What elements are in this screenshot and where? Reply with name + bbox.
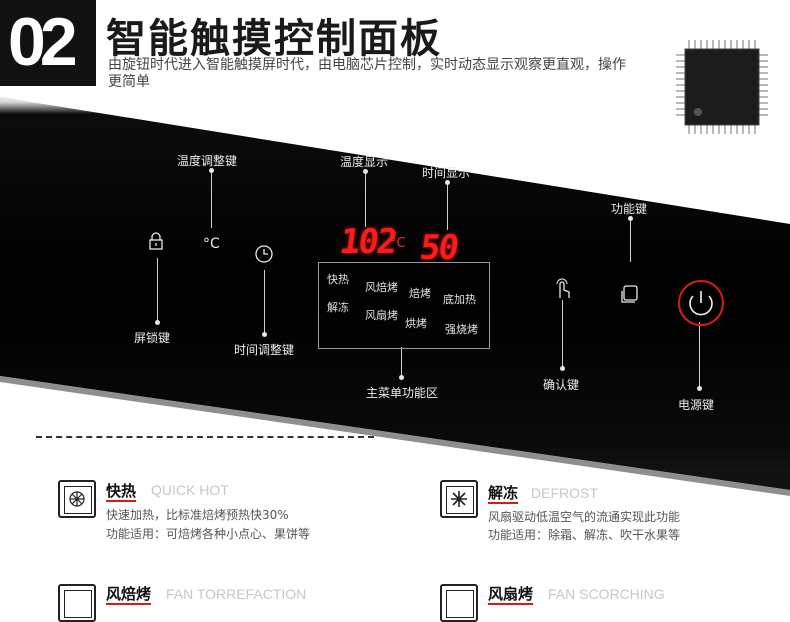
menu-item-defrost[interactable]: 解冻 (327, 301, 349, 314)
callout-dot (262, 332, 267, 337)
menu-item-fan-grill[interactable]: 风扇烤 (365, 309, 398, 322)
time-adjust-label: 时间调整键 (234, 343, 295, 357)
fan-icon (58, 584, 96, 622)
callout-line (630, 218, 631, 262)
callout-dot (445, 180, 450, 185)
feature-title-fan-grill: 风扇烤 (488, 585, 534, 605)
confirm-key-label: 确认键 (543, 378, 580, 392)
temp-display-label: 温度显示 (340, 155, 389, 169)
page-title: 智能触摸控制面板 (106, 16, 442, 62)
callout-line (401, 347, 402, 379)
function-icon[interactable] (620, 283, 642, 305)
callout-dot (155, 320, 160, 325)
menu-item-roast[interactable]: 烘烤 (405, 317, 427, 330)
lock-key-label: 屏锁键 (134, 331, 171, 345)
callout-dot (628, 216, 633, 221)
feature-title-en-quick-hot: QUICK HOT (151, 482, 229, 498)
feature-line: 风扇驱动低温空气的流通实现此功能 (488, 510, 681, 524)
callout-line (365, 171, 366, 227)
control-panel (0, 92, 790, 502)
feature-title-fan-bake: 风焙烤 (106, 585, 152, 605)
callout-line (699, 322, 700, 390)
callout-dot (399, 375, 404, 380)
feature-line: 功能适用：可焙烤各种小点心、果饼等 (106, 527, 311, 541)
feature-title-quick-hot: 快热 (106, 482, 137, 502)
section-number: 02 (8, 4, 78, 80)
main-menu-area: 快热 风焙烤 焙烤 底加热 解冻 风扇烤 烘烤 强烧烤 (318, 262, 490, 349)
grill-icon (440, 584, 478, 622)
function-key-label: 功能键 (611, 202, 648, 216)
lock-icon[interactable] (148, 232, 164, 250)
section-divider (36, 436, 374, 438)
section-number-badge: 02 (0, 0, 96, 86)
menu-item-quick-hot[interactable]: 快热 (327, 273, 349, 286)
power-icon[interactable] (676, 278, 726, 328)
menu-item-strong-grill[interactable]: 强烧烤 (445, 323, 478, 336)
fan-oven-icon (58, 480, 96, 518)
callout-dot (209, 168, 214, 173)
callout-dot (363, 169, 368, 174)
clock-icon[interactable] (254, 244, 274, 264)
main-menu-label: 主菜单功能区 (366, 386, 439, 400)
feature-title-en-fan-grill: FAN SCORCHING (548, 586, 665, 602)
chip-icon (676, 40, 768, 134)
time-display-label: 时间显示 (422, 166, 471, 180)
feature-title-defrost: 解冻 (488, 484, 519, 504)
feature-line: 功能适用：除霜、解冻、吹干水果等 (488, 528, 681, 542)
callout-line (264, 270, 265, 336)
feature-title-en-fan-bake: FAN TORREFACTION (166, 586, 307, 602)
temperature-unit: °C (390, 236, 406, 251)
callout-line (157, 258, 158, 324)
power-key-label: 电源键 (678, 398, 715, 412)
feature-line: 快速加热，比标准焙烤预热快30% (106, 508, 289, 522)
callout-line (211, 170, 212, 228)
menu-item-bake[interactable]: 焙烤 (409, 287, 431, 300)
page-description: 由旋钮时代进入智能触摸屏时代，由电脑芯片控制，实时动态显示观察更直观，操作更简单 (108, 57, 626, 90)
callout-dot (560, 366, 565, 371)
menu-item-fan-bake[interactable]: 风焙烤 (365, 281, 398, 294)
callout-dot (697, 386, 702, 391)
confirm-icon[interactable] (553, 278, 573, 300)
callout-line (562, 300, 563, 370)
snowflake-icon (440, 480, 478, 518)
celsius-icon[interactable]: °C (203, 236, 220, 252)
callout-line (447, 182, 448, 230)
temp-adjust-label: 温度调整键 (177, 154, 238, 168)
menu-item-bottom-heat[interactable]: 底加热 (443, 293, 476, 306)
feature-title-en-defrost: DEFROST (531, 485, 598, 501)
